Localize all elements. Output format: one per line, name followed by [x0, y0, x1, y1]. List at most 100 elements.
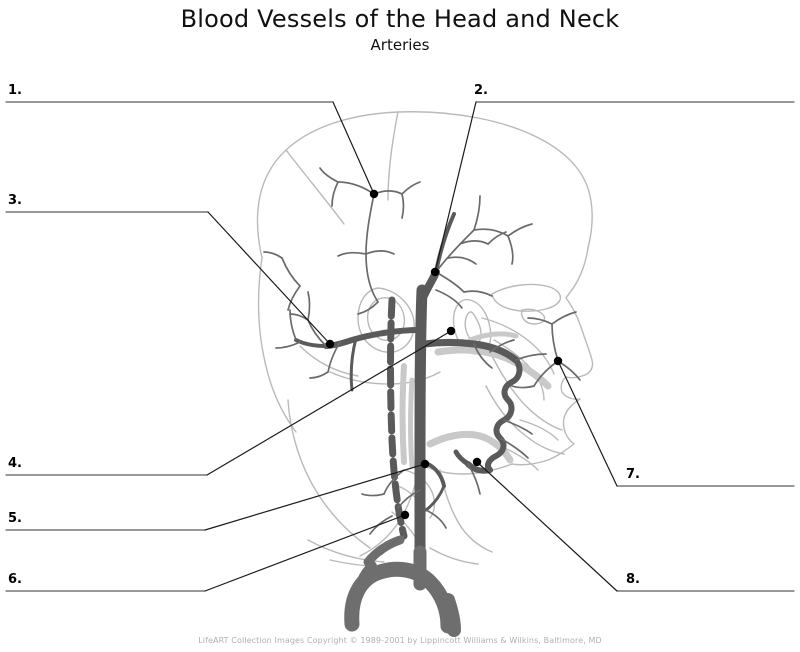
temporal-fossa-outline: [357, 287, 415, 353]
parietal-branch-d: [507, 235, 514, 265]
leader-marker-2: [430, 267, 440, 277]
sternum-outline: [429, 547, 479, 565]
copyright-footer: LifeART Collection Images Copyright © 19…: [198, 636, 602, 645]
facial-artery-lower: [453, 449, 471, 467]
frontal-branch-h: [365, 250, 395, 255]
coronal-suture-outline: [387, 111, 399, 201]
cervical-branch-a: [383, 469, 405, 495]
posterior-auricular-artery: [349, 336, 358, 392]
artery-branch-tree-group: [263, 167, 581, 555]
occipital-fine-a: [307, 319, 327, 347]
aorta-descending: [441, 593, 461, 637]
leader-line-6: [204, 514, 406, 592]
superior-thyroid-branch: [424, 484, 446, 512]
mental-branch-a: [503, 419, 533, 435]
frontal-branch-i: [357, 301, 379, 315]
parietal-branch-a: [473, 195, 481, 231]
page-subtitle: Arteries: [370, 36, 430, 54]
leader-line-3: [207, 211, 331, 345]
lambdoid-suture-outline: [285, 149, 345, 225]
parietal-branch-f: [487, 231, 507, 245]
frontal-branch-g: [337, 251, 367, 257]
superior-thyroid-artery: [426, 462, 446, 488]
occipital-artery: [323, 327, 423, 349]
leader-markers-group: [325, 189, 563, 520]
nasal-branch-a: [551, 311, 577, 325]
vertebral-artery: [387, 296, 408, 540]
occipital-fine-e: [309, 371, 329, 379]
mandible-lower-outline: [485, 385, 565, 455]
leader-marker-3: [325, 339, 335, 349]
superficial-temporal-artery: [434, 212, 456, 274]
scalp-branch-left-c: [287, 285, 301, 311]
cranium-outline: [256, 111, 593, 259]
label-number-3: 3.: [8, 193, 22, 208]
title-block: Blood Vessels of the Head and Neck Arter…: [0, 4, 800, 55]
leader-line-1: [332, 101, 375, 195]
cheekbone-outline: [481, 317, 555, 375]
scalp-branch-left-a: [281, 257, 301, 287]
temporal-branch-c: [435, 289, 463, 309]
page-title: Blood Vessels of the Head and Neck: [180, 5, 620, 33]
frontal-branch-c: [331, 181, 339, 207]
angular-artery-branch: [551, 323, 559, 362]
label-number-1: 1.: [8, 83, 22, 98]
frontal-branch-e: [401, 181, 421, 195]
leader-lines-group: [5, 101, 795, 592]
leader-line-2: [434, 101, 477, 273]
label-number-2: 2.: [474, 83, 488, 98]
maxillary-fine-c: [473, 343, 493, 369]
temporal-branch-a: [435, 271, 465, 293]
temporal-branch-b: [463, 290, 493, 297]
leader-marker-6: [400, 510, 410, 520]
nose-profile-outline: [565, 297, 594, 379]
frontal-branch-a: [337, 181, 375, 195]
parietal-branch-b: [473, 228, 509, 237]
buccal-contour-outline: [519, 419, 559, 441]
deep-temporal-underlay: [467, 331, 519, 343]
scalp-branch-left-b: [263, 251, 283, 259]
orbit-outline: [491, 283, 562, 312]
lingual-branch: [467, 463, 481, 495]
leader-line-4: [206, 330, 452, 476]
occipital-artery-branch: [294, 338, 328, 348]
artery-main-group: [294, 212, 523, 637]
lips-chin-outline: [511, 376, 581, 466]
label-number-6: 6.: [8, 572, 22, 587]
larynx-outline: [403, 469, 436, 519]
occipital-fine-f: [275, 341, 301, 349]
neck-back-outline: [287, 399, 371, 549]
buccal-branch-b: [511, 385, 535, 389]
leader-line-7: [557, 360, 618, 487]
subclavian-artery: [363, 535, 405, 567]
forehead-brow-outline: [565, 247, 589, 299]
parietal-branch-e: [459, 240, 489, 245]
occipital-fine-g: [289, 309, 297, 341]
cervical-branch-b: [361, 493, 385, 497]
internal-carotid-underlay: [408, 377, 415, 469]
leader-marker-8: [472, 457, 482, 467]
throat-outline: [439, 469, 493, 553]
mandible-outline: [489, 351, 563, 431]
leader-line-8: [476, 461, 618, 592]
label-number-4: 4.: [8, 456, 22, 471]
jawline-outline: [419, 463, 513, 475]
label-number-8: 8.: [626, 572, 640, 587]
frontal-branch-b: [319, 167, 339, 183]
parietal-branch-c: [507, 223, 533, 237]
label-number-5: 5.: [8, 511, 22, 526]
inferior-thyroid-b: [369, 515, 393, 535]
occipital-fine-c: [307, 291, 311, 321]
leader-marker-7: [553, 356, 563, 366]
vertebral-artery-underlay: [399, 363, 407, 465]
shoulder-outline: [307, 539, 385, 563]
thyroid-fine-b: [397, 489, 421, 509]
parietal-branch-main: [435, 229, 475, 273]
nape-outline: [257, 257, 297, 433]
maxillary-artery-underlay: [434, 346, 552, 390]
frontal-branch-main: [365, 193, 379, 303]
label-number-7: 7.: [626, 467, 640, 482]
leader-marker-5: [420, 459, 430, 469]
